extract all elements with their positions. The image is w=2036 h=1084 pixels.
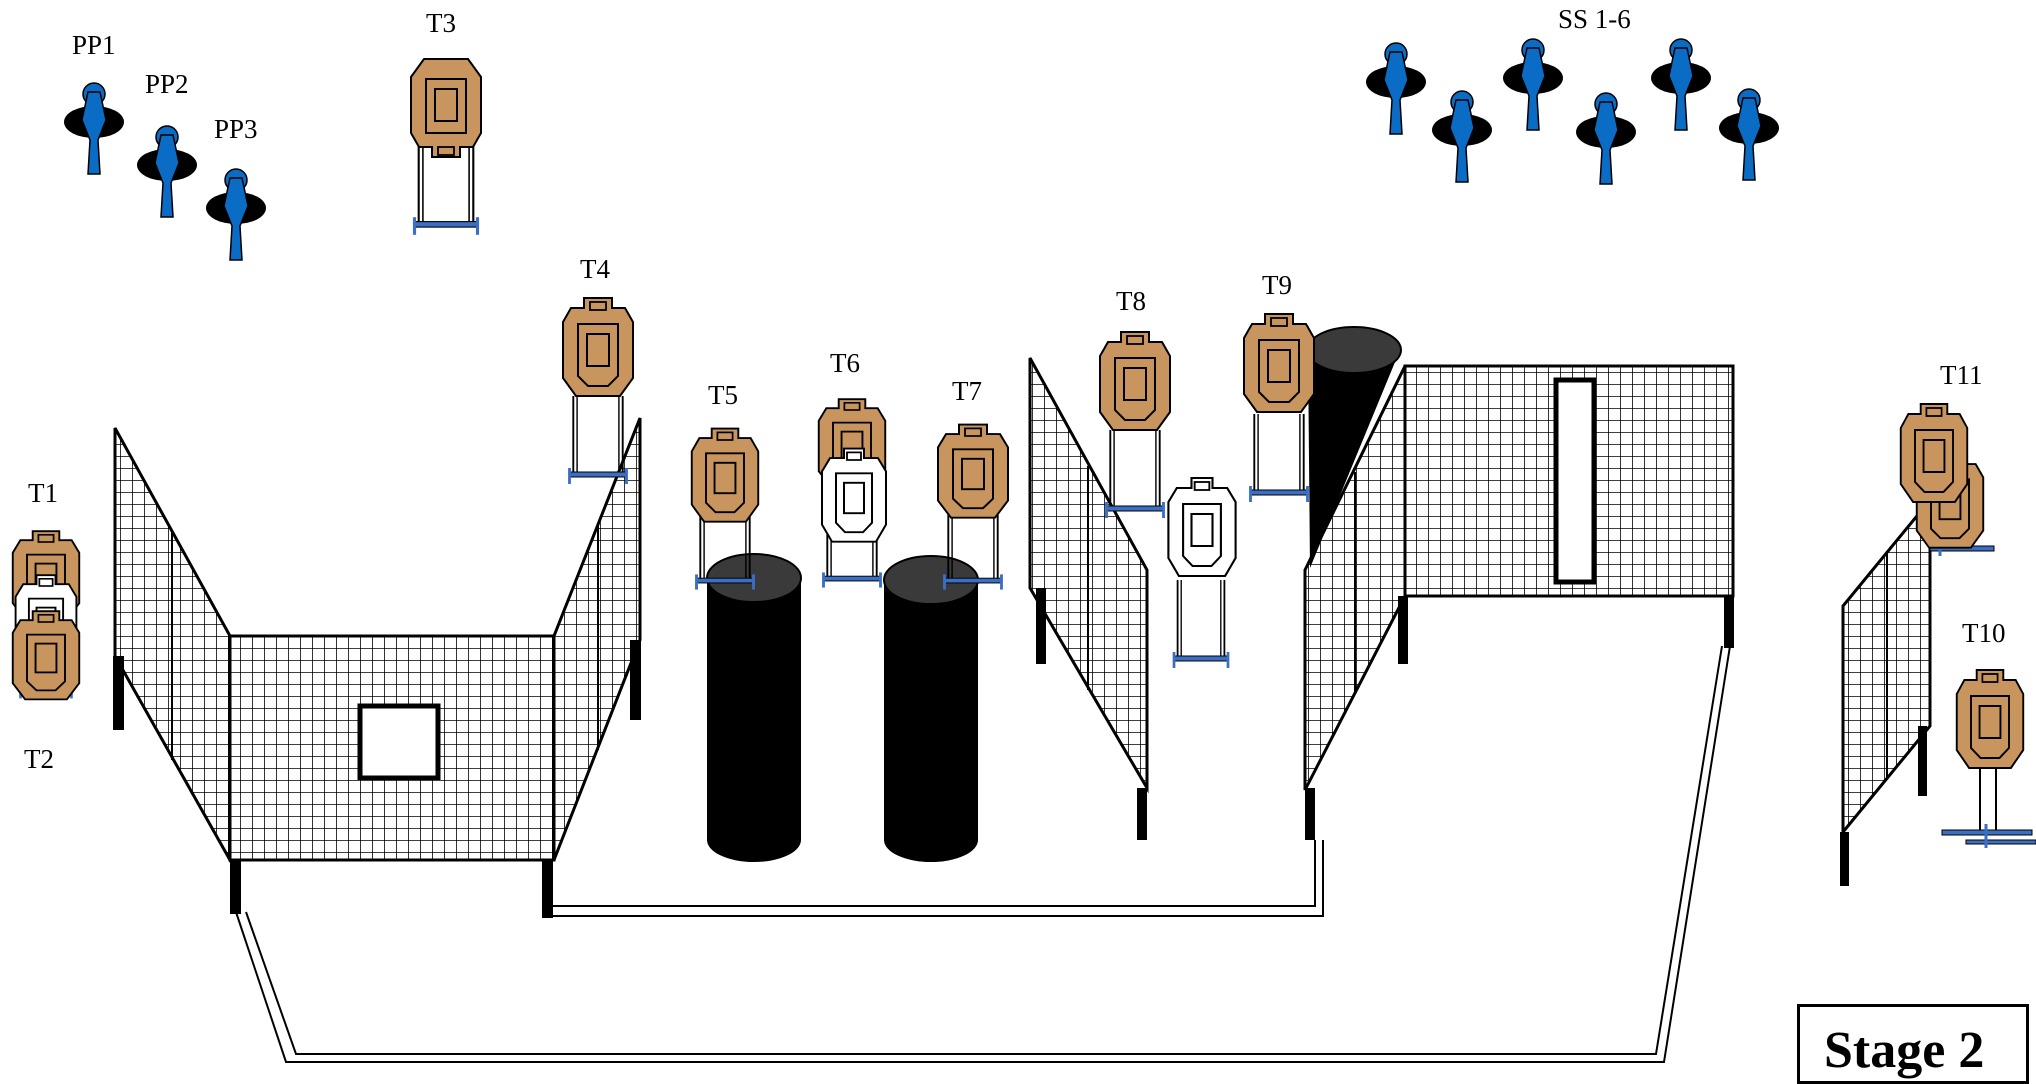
left-wall-group xyxy=(113,417,642,918)
target-t2 xyxy=(11,610,81,701)
steel-ss5 xyxy=(1650,38,1712,131)
steel-ss2 xyxy=(1431,90,1493,183)
target-t10 xyxy=(1941,669,2036,848)
barrel-left xyxy=(706,553,802,862)
label-t7: T7 xyxy=(952,376,982,406)
labels: PP1 PP2 PP3 T3 SS 1-6 T4 T5 T6 T7 T8 T9 … xyxy=(24,4,2006,774)
far-right-wall xyxy=(1840,495,1932,886)
target-t11 xyxy=(1899,403,1995,556)
target-t8 xyxy=(1099,331,1171,520)
label-t8: T8 xyxy=(1116,286,1146,316)
target-t9 xyxy=(1243,313,1315,504)
label-t5: T5 xyxy=(708,380,738,410)
steel-ss1 xyxy=(1365,42,1427,135)
target-t4 xyxy=(562,297,634,486)
target-t7 xyxy=(937,423,1009,592)
label-t10: T10 xyxy=(1962,618,2006,648)
fault-lines xyxy=(235,645,1731,1063)
target-t3 xyxy=(410,58,482,237)
stage-title-box: Stage 2 xyxy=(1797,1004,2029,1084)
popper-pp2 xyxy=(136,125,198,218)
wall-window xyxy=(357,703,441,781)
middle-wall-t8 xyxy=(1028,357,1149,840)
steel-ss4 xyxy=(1575,92,1637,185)
label-t11: T11 xyxy=(1940,360,1983,390)
label-t9: T9 xyxy=(1262,270,1292,300)
wall-port xyxy=(1553,377,1597,585)
right-wall-group xyxy=(1303,364,1735,840)
label-t6: T6 xyxy=(830,348,860,378)
barrel-right xyxy=(883,555,979,862)
label-t4: T4 xyxy=(580,254,610,284)
no-shoot-center xyxy=(1167,476,1237,670)
label-pp2: PP2 xyxy=(145,69,189,99)
steel-ss3 xyxy=(1502,38,1564,131)
label-t1: T1 xyxy=(28,478,58,508)
label-t3: T3 xyxy=(426,8,456,38)
cone-barrier xyxy=(1306,326,1402,568)
target-t6 xyxy=(817,398,887,590)
label-t2: T2 xyxy=(24,744,54,774)
popper-pp1 xyxy=(63,82,125,175)
steel-ss6 xyxy=(1718,88,1780,181)
label-pp3: PP3 xyxy=(214,114,258,144)
label-pp1: PP1 xyxy=(72,30,116,60)
stage-title: Stage 2 xyxy=(1824,1022,1985,1079)
popper-pp3 xyxy=(205,168,267,261)
label-ss: SS 1-6 xyxy=(1558,4,1631,34)
